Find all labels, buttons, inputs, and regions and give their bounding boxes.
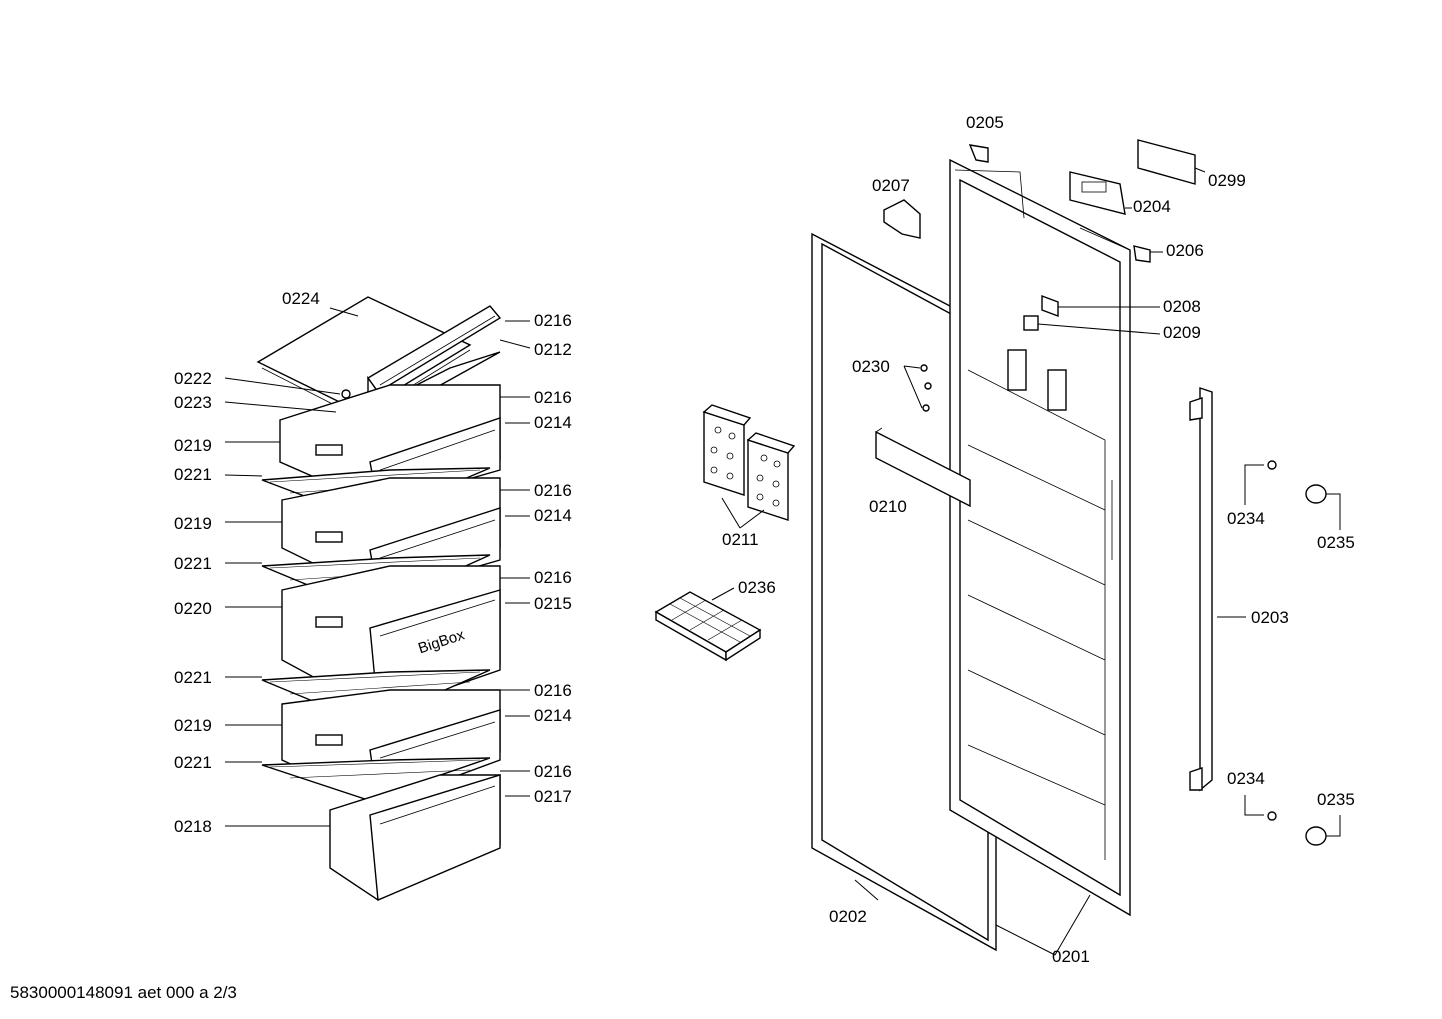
- label-0234-b: 0234: [1227, 769, 1265, 788]
- label-0221-c: 0221: [174, 668, 212, 687]
- label-0236: 0236: [738, 578, 776, 597]
- hinge-0205: [968, 144, 989, 163]
- label-0219-b: 0219: [174, 514, 212, 533]
- label-0299: 0299: [1208, 171, 1246, 190]
- label-0221-a: 0221: [174, 465, 212, 484]
- label-0214-a: 0214: [534, 413, 572, 432]
- handle-0210: [875, 427, 971, 508]
- label-0221-d: 0221: [174, 753, 212, 772]
- label-0216-d: 0216: [534, 568, 572, 587]
- wire-grid-0221-d: [261, 757, 491, 801]
- label-0221-b: 0221: [174, 554, 212, 573]
- label-0216-e: 0216: [534, 681, 572, 700]
- label-0208: 0208: [1163, 297, 1201, 316]
- label-0217: 0217: [534, 787, 572, 806]
- label-0220: 0220: [174, 599, 212, 618]
- label-0219-a: 0219: [174, 436, 212, 455]
- label-0210: 0210: [869, 497, 907, 516]
- cover-0207: [883, 199, 921, 239]
- label-0207: 0207: [872, 176, 910, 195]
- label-0214-b: 0214: [534, 506, 572, 525]
- label-0222: 0222: [174, 369, 212, 388]
- label-0204: 0204: [1133, 197, 1171, 216]
- label-0216-b: 0216: [534, 388, 572, 407]
- label-0224: 0224: [282, 289, 320, 308]
- latch-0208-0209: [1023, 294, 1059, 331]
- label-0202: 0202: [829, 907, 867, 926]
- label-0203: 0203: [1251, 608, 1289, 627]
- clip-0222: [341, 389, 351, 399]
- caps-0235: [1305, 484, 1341, 846]
- label-0209: 0209: [1163, 323, 1201, 342]
- leader-lines-left: [224, 307, 531, 827]
- ice-tray-0236: [654, 587, 762, 662]
- door-inner-0201: [949, 158, 1131, 917]
- label-0216-c: 0216: [534, 481, 572, 500]
- label-0219-c: 0219: [174, 716, 212, 735]
- label-0215: 0215: [534, 594, 572, 613]
- screws-0230: [903, 364, 932, 412]
- label-0234-a: 0234: [1227, 509, 1265, 528]
- ice-pack-0211: [702, 404, 796, 529]
- document-footer: 5830000148091 aet 000 a 2/3: [10, 983, 237, 1002]
- label-0235-b: 0235: [1317, 790, 1355, 809]
- drawer-0217-bottom: [329, 774, 501, 902]
- label-0201: 0201: [1052, 947, 1090, 966]
- label-0230: 0230: [852, 357, 890, 376]
- hinge-0206: [1133, 245, 1151, 263]
- label-0214-c: 0214: [534, 706, 572, 725]
- label-0211: 0211: [722, 530, 759, 549]
- display-0204: [1069, 171, 1126, 215]
- door-handle-0203: [1189, 387, 1213, 792]
- label-0216-f: 0216: [534, 762, 572, 781]
- label-0299: [1137, 139, 1196, 185]
- label-0205: 0205: [966, 113, 1004, 132]
- leader-lines-right: [854, 167, 1246, 956]
- label-0216-a: 0216: [534, 311, 572, 330]
- label-0218: 0218: [174, 817, 212, 836]
- label-0235-a: 0235: [1317, 533, 1355, 552]
- label-0223: 0223: [174, 393, 212, 412]
- screws-0234: [1244, 460, 1277, 821]
- label-0212: 0212: [534, 340, 572, 359]
- label-0206: 0206: [1166, 241, 1204, 260]
